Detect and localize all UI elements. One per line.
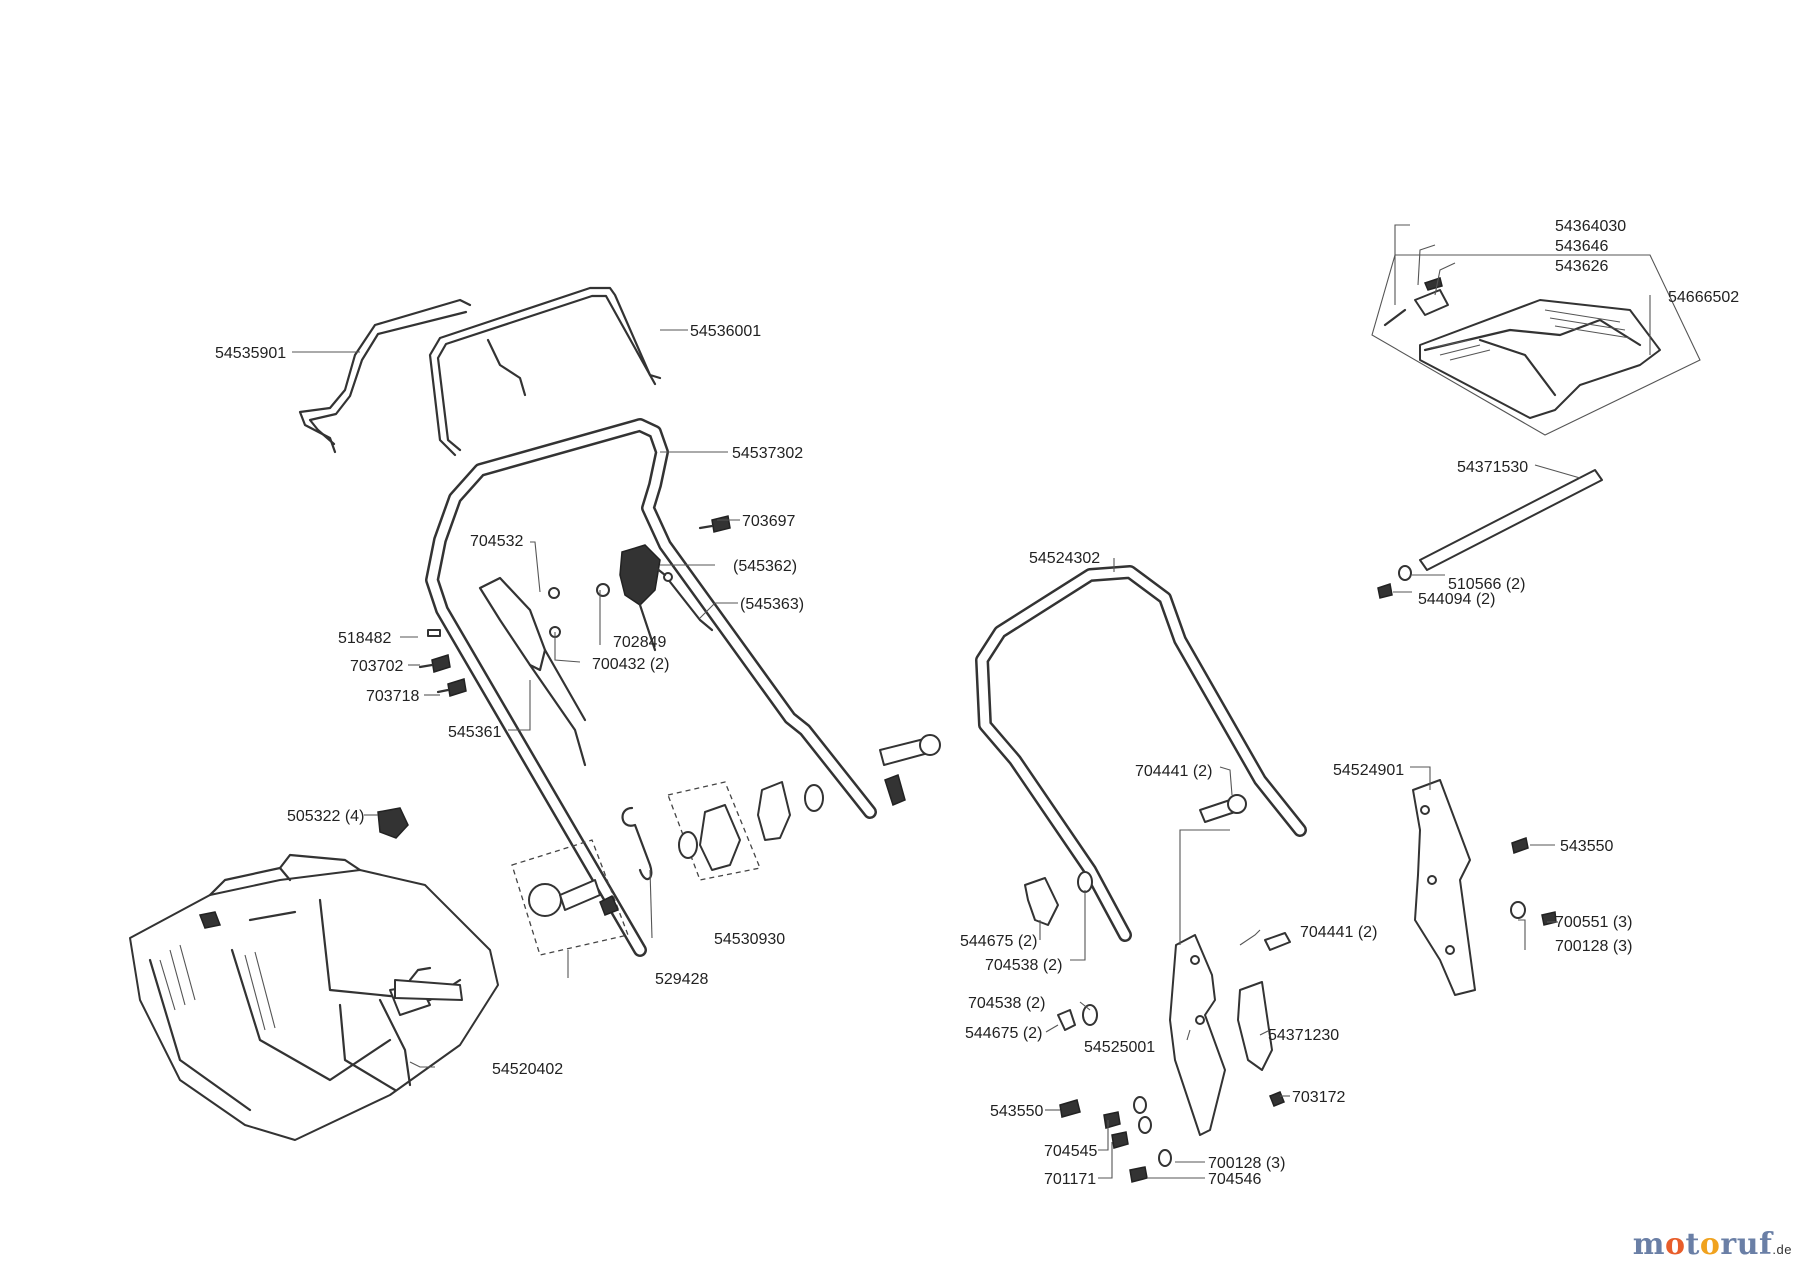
bail-bar-54536001 — [428, 286, 662, 457]
label-704441-mid: 704441 (2) — [1300, 924, 1377, 941]
label-505322: 505322 (4) — [287, 808, 364, 825]
wm-o1: o — [1665, 1227, 1686, 1262]
label-704532: 704532 — [470, 533, 523, 550]
label-704545: 704545 — [1044, 1143, 1097, 1160]
label-543550-right: 543550 — [1560, 838, 1613, 855]
motoruf-watermark: motoruf.de — [1633, 1227, 1792, 1262]
wm-tld: .de — [1772, 1242, 1792, 1257]
label-703172: 703172 — [1292, 1089, 1345, 1106]
fasteners-lower — [1024, 794, 1557, 1183]
knob-505322 — [377, 807, 409, 839]
label-703702: 703702 — [350, 658, 403, 675]
lower-handle-54524302 — [975, 565, 1307, 942]
label-544094: 544094 (2) — [1418, 591, 1495, 608]
label-545362: (545362) — [733, 558, 797, 575]
label-704546: 704546 — [1208, 1171, 1261, 1188]
grass-catcher-54520402 — [129, 853, 499, 1141]
label-543626: 543626 — [1555, 258, 1608, 275]
label-518482: 518482 — [338, 630, 391, 647]
label-700432: 700432 (2) — [592, 656, 669, 673]
label-543550-bottom: 543550 — [990, 1103, 1043, 1120]
label-54520402: 54520402 — [492, 1061, 563, 1078]
bail-bar-54535901 — [298, 298, 472, 454]
wm-o2: o — [1699, 1227, 1721, 1262]
label-545363: (545363) — [740, 596, 804, 613]
label-700551: 700551 (3) — [1555, 914, 1632, 931]
label-703718: 703718 — [366, 688, 419, 705]
wm-t: t — [1685, 1227, 1700, 1262]
label-529428: 529428 — [655, 971, 708, 988]
label-54666502: 54666502 — [1668, 289, 1739, 306]
leader-lines — [292, 224, 1651, 1179]
bracket-54524901 — [1412, 779, 1476, 996]
fasteners-upper — [418, 515, 731, 697]
wm-m: m — [1632, 1227, 1665, 1262]
plate-54371230 — [1237, 981, 1273, 1071]
label-54371230: 54371230 — [1268, 1027, 1339, 1044]
knob-washers — [667, 734, 941, 881]
handle-knob-set-529428 — [511, 839, 629, 956]
cotter-pin-54530930 — [621, 806, 653, 881]
label-54524302: 54524302 — [1029, 550, 1100, 567]
brake-lever — [478, 576, 587, 767]
label-703697: 703697 — [742, 513, 795, 530]
label-54535901: 54535901 — [215, 345, 286, 362]
bracket-54525001 — [1169, 934, 1226, 1136]
label-54524901: 54524901 — [1333, 762, 1404, 779]
label-701171: 701171 — [1044, 1171, 1096, 1188]
label-702849: 702849 — [613, 634, 666, 651]
part-labels: 54535901 54536001 54537302 703697 704532… — [215, 218, 1739, 1188]
label-54537302: 54537302 — [732, 445, 803, 462]
label-545361: 545361 — [448, 724, 501, 741]
label-543646: 543646 — [1555, 238, 1608, 255]
label-544675-top: 544675 (2) — [960, 933, 1037, 950]
label-54371530: 54371530 — [1457, 459, 1528, 476]
axle-54371530 — [1377, 469, 1603, 599]
label-54530930: 54530930 — [714, 931, 785, 948]
label-544675-mid: 544675 (2) — [965, 1025, 1042, 1042]
wm-ruf: ruf — [1720, 1227, 1773, 1262]
label-54536001: 54536001 — [690, 323, 761, 340]
label-54525001: 54525001 — [1084, 1039, 1155, 1056]
label-704441-top: 704441 (2) — [1135, 763, 1212, 780]
label-700128-bottom: 700128 (3) — [1208, 1155, 1285, 1172]
label-700128-right: 700128 (3) — [1555, 938, 1632, 955]
label-510566: 510566 (2) — [1448, 576, 1525, 593]
cover-54666502 — [1383, 277, 1661, 419]
upper-handle-54537302 — [425, 418, 877, 957]
label-704538-mid: 704538 (2) — [968, 995, 1045, 1012]
label-54364030: 54364030 — [1555, 218, 1626, 235]
throttle-control — [619, 544, 714, 652]
cover-leader-box — [1371, 254, 1701, 436]
label-704538-top: 704538 (2) — [985, 957, 1062, 974]
